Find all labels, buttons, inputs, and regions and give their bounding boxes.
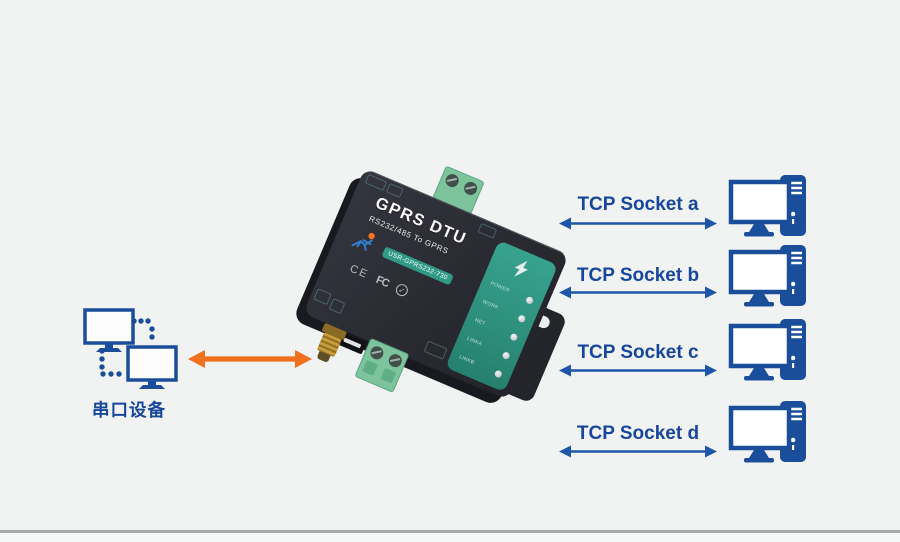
port-marking-icon bbox=[364, 173, 388, 191]
tcp-socket-a-arrow-icon bbox=[557, 216, 719, 231]
certification-marks: CE FC ✓ bbox=[347, 262, 410, 299]
port-marking-icon bbox=[313, 288, 332, 306]
screw-icon bbox=[443, 171, 461, 189]
serial-devices-icon bbox=[83, 308, 178, 389]
tcp-socket-b-arrow-icon bbox=[557, 285, 719, 300]
tcp-socket-c-label: TCP Socket c bbox=[577, 342, 699, 363]
bottom-band bbox=[0, 533, 900, 542]
tcp-socket-c-arrow-icon bbox=[557, 363, 719, 378]
led-dot-icon bbox=[501, 350, 511, 360]
port-marking-icon bbox=[423, 340, 448, 360]
port-marking-icon bbox=[385, 182, 404, 198]
computer-icon bbox=[727, 318, 807, 386]
screw-icon bbox=[386, 351, 404, 370]
tcp-socket-b-label: TCP Socket b bbox=[576, 265, 700, 286]
serial-devices-label: 串口设备 bbox=[92, 400, 166, 420]
gprs-dtu-device: GPRS DTU RS232/485 To GPRS USR-GPRS232-7… bbox=[292, 165, 570, 407]
fcc-mark-icon: FC bbox=[374, 273, 391, 290]
screw-icon bbox=[367, 344, 385, 362]
rohs-mark-icon: ✓ bbox=[393, 282, 410, 299]
tcp-socket-d-label: TCP Socket d bbox=[576, 423, 700, 444]
tcp-socket-a-label: TCP Socket a bbox=[577, 194, 699, 215]
led-panel: POWER WORK NET LINKA LINKB bbox=[445, 240, 559, 393]
terminal-slot-icon bbox=[362, 360, 378, 376]
screw-icon bbox=[461, 179, 479, 197]
tcp-socket-d-arrow-icon bbox=[557, 444, 719, 459]
bottom-divider bbox=[0, 530, 900, 533]
led-dot-icon bbox=[493, 368, 504, 379]
device-top-face: GPRS DTU RS232/485 To GPRS USR-GPRS232-7… bbox=[302, 167, 570, 401]
lightning-icon bbox=[513, 260, 528, 277]
led-dot-icon bbox=[525, 295, 535, 305]
terminal-slot-icon bbox=[380, 367, 397, 384]
usr-logo-icon bbox=[351, 232, 375, 251]
port-marking-icon bbox=[477, 222, 498, 239]
port-marking-icon bbox=[328, 298, 346, 315]
computer-icon bbox=[727, 174, 807, 242]
computer-icon bbox=[727, 244, 807, 312]
led-dot-icon bbox=[517, 313, 527, 323]
computer-icon bbox=[727, 400, 807, 468]
serial-link-arrow-icon bbox=[188, 350, 312, 368]
ce-mark-icon: CE bbox=[347, 262, 371, 282]
led-dot-icon bbox=[509, 332, 519, 342]
